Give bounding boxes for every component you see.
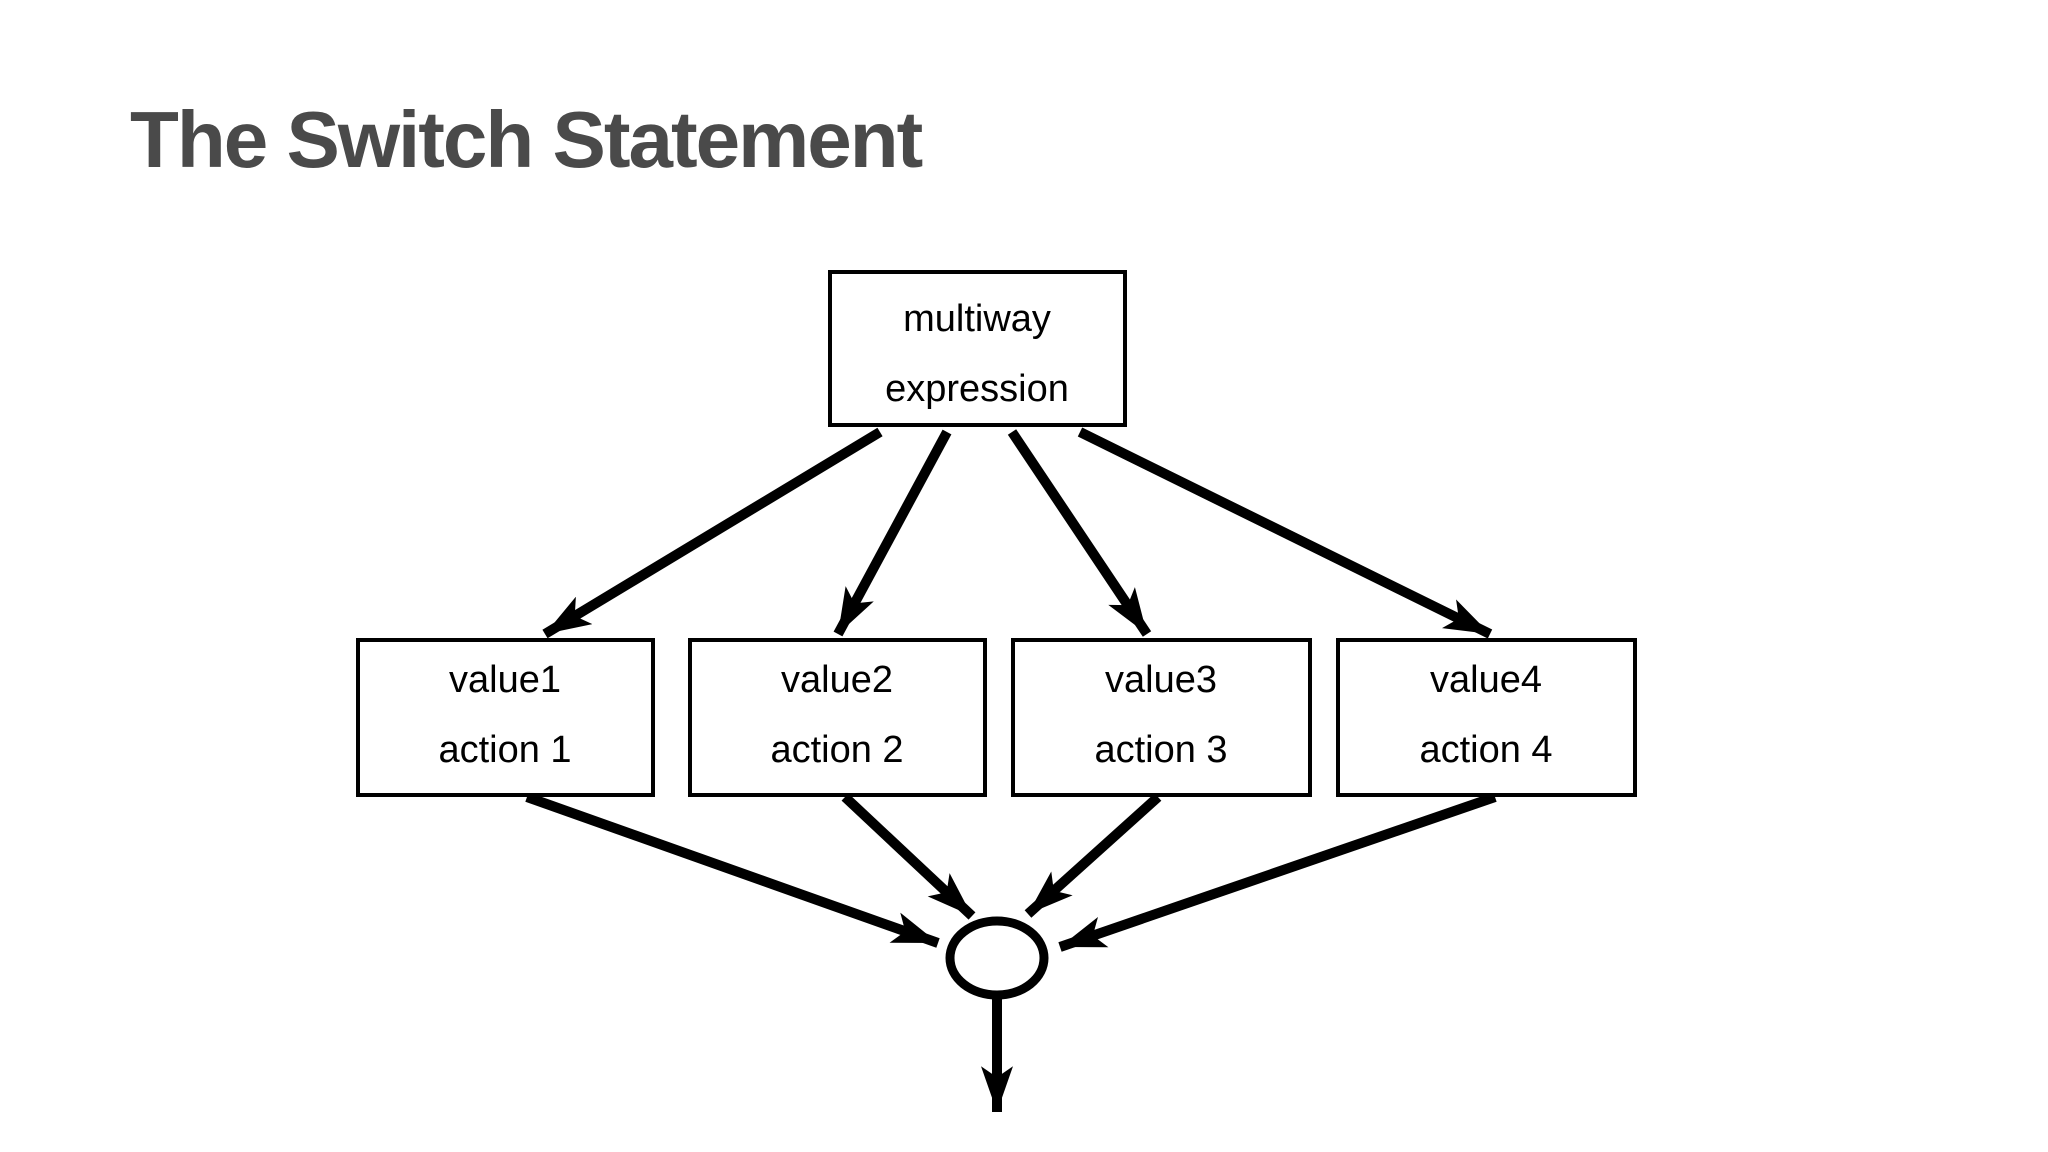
edge-expression-to-case1 [542,427,883,639]
edge-case2-to-merge [841,793,976,920]
node-case1: value1 action 1 [356,638,655,797]
page-title: The Switch Statement [130,95,923,184]
case2-action-label: action 2 [770,729,903,771]
edge-case1-to-merge [525,792,940,948]
case1-value-label: value1 [449,659,561,701]
case3-action-label: action 3 [1094,729,1227,771]
case4-action-label: action 4 [1419,729,1552,771]
case1-action-label: action 1 [438,729,571,771]
node-case3: value3 action 3 [1011,638,1312,797]
case4-value-label: value4 [1430,659,1542,701]
edge-expression-to-case4 [1077,427,1493,639]
case2-box [688,638,987,797]
node-case2: value2 action 2 [688,638,987,797]
node-case4: value4 action 4 [1336,638,1637,797]
edge-case4-to-merge [1058,792,1497,952]
node-multiway-expression: multiway expression [828,270,1127,427]
expression-label-line2: expression [885,368,1069,410]
case3-box [1011,638,1312,797]
edge-expression-to-case2 [833,429,952,637]
case4-box [1336,638,1637,797]
merge-point-ellipse [945,916,1049,1000]
case2-value-label: value2 [781,659,893,701]
expression-box [828,270,1127,427]
edge-case3-to-merge [1024,793,1162,918]
expression-label-line1: multiway [903,298,1051,340]
edge-expression-to-case3 [1007,429,1152,637]
case1-box [356,638,655,797]
case3-value-label: value3 [1105,659,1217,701]
